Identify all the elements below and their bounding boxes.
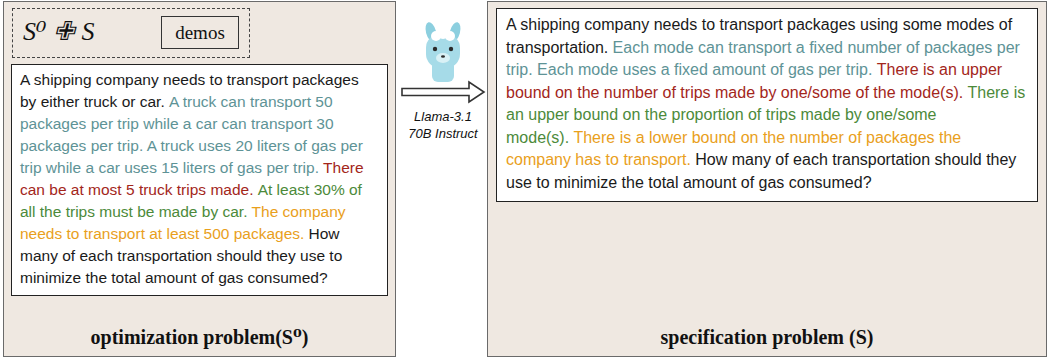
llama-eye xyxy=(433,47,437,51)
input-panel: optimization problem(S⁰) S⁰ ✙ S demos A shi… xyxy=(3,1,396,357)
llama-nose xyxy=(441,55,445,58)
output-panel: specification problem (S) A shipping comp… xyxy=(487,1,1047,357)
llama-neck xyxy=(432,60,454,82)
panel-caption: optimization problem(S⁰) xyxy=(4,325,395,349)
llama-icon xyxy=(414,20,472,82)
llama-muzzle xyxy=(436,53,450,63)
panel-caption: specification problem (S) xyxy=(488,326,1046,349)
problem-text-box: A shipping company needs to transport pa… xyxy=(496,8,1038,202)
llama-head xyxy=(426,34,460,68)
problem-text-box: A shipping company needs to transport pa… xyxy=(11,64,388,296)
paragraph: A shipping company needs to transport pa… xyxy=(20,69,379,289)
input-set-group: S⁰ ✙ S demos xyxy=(12,8,250,58)
block-arrow xyxy=(402,82,484,102)
llama-fluff xyxy=(445,31,455,41)
demos-label: demos xyxy=(175,22,225,44)
set-notation: S⁰ ✙ S xyxy=(23,16,94,48)
model-label: Llama-3.1 70B Instruct xyxy=(401,108,485,142)
llama-eye xyxy=(449,47,453,51)
demos-box: demos xyxy=(161,16,239,49)
paragraph: A shipping company needs to transport pa… xyxy=(506,14,1028,194)
